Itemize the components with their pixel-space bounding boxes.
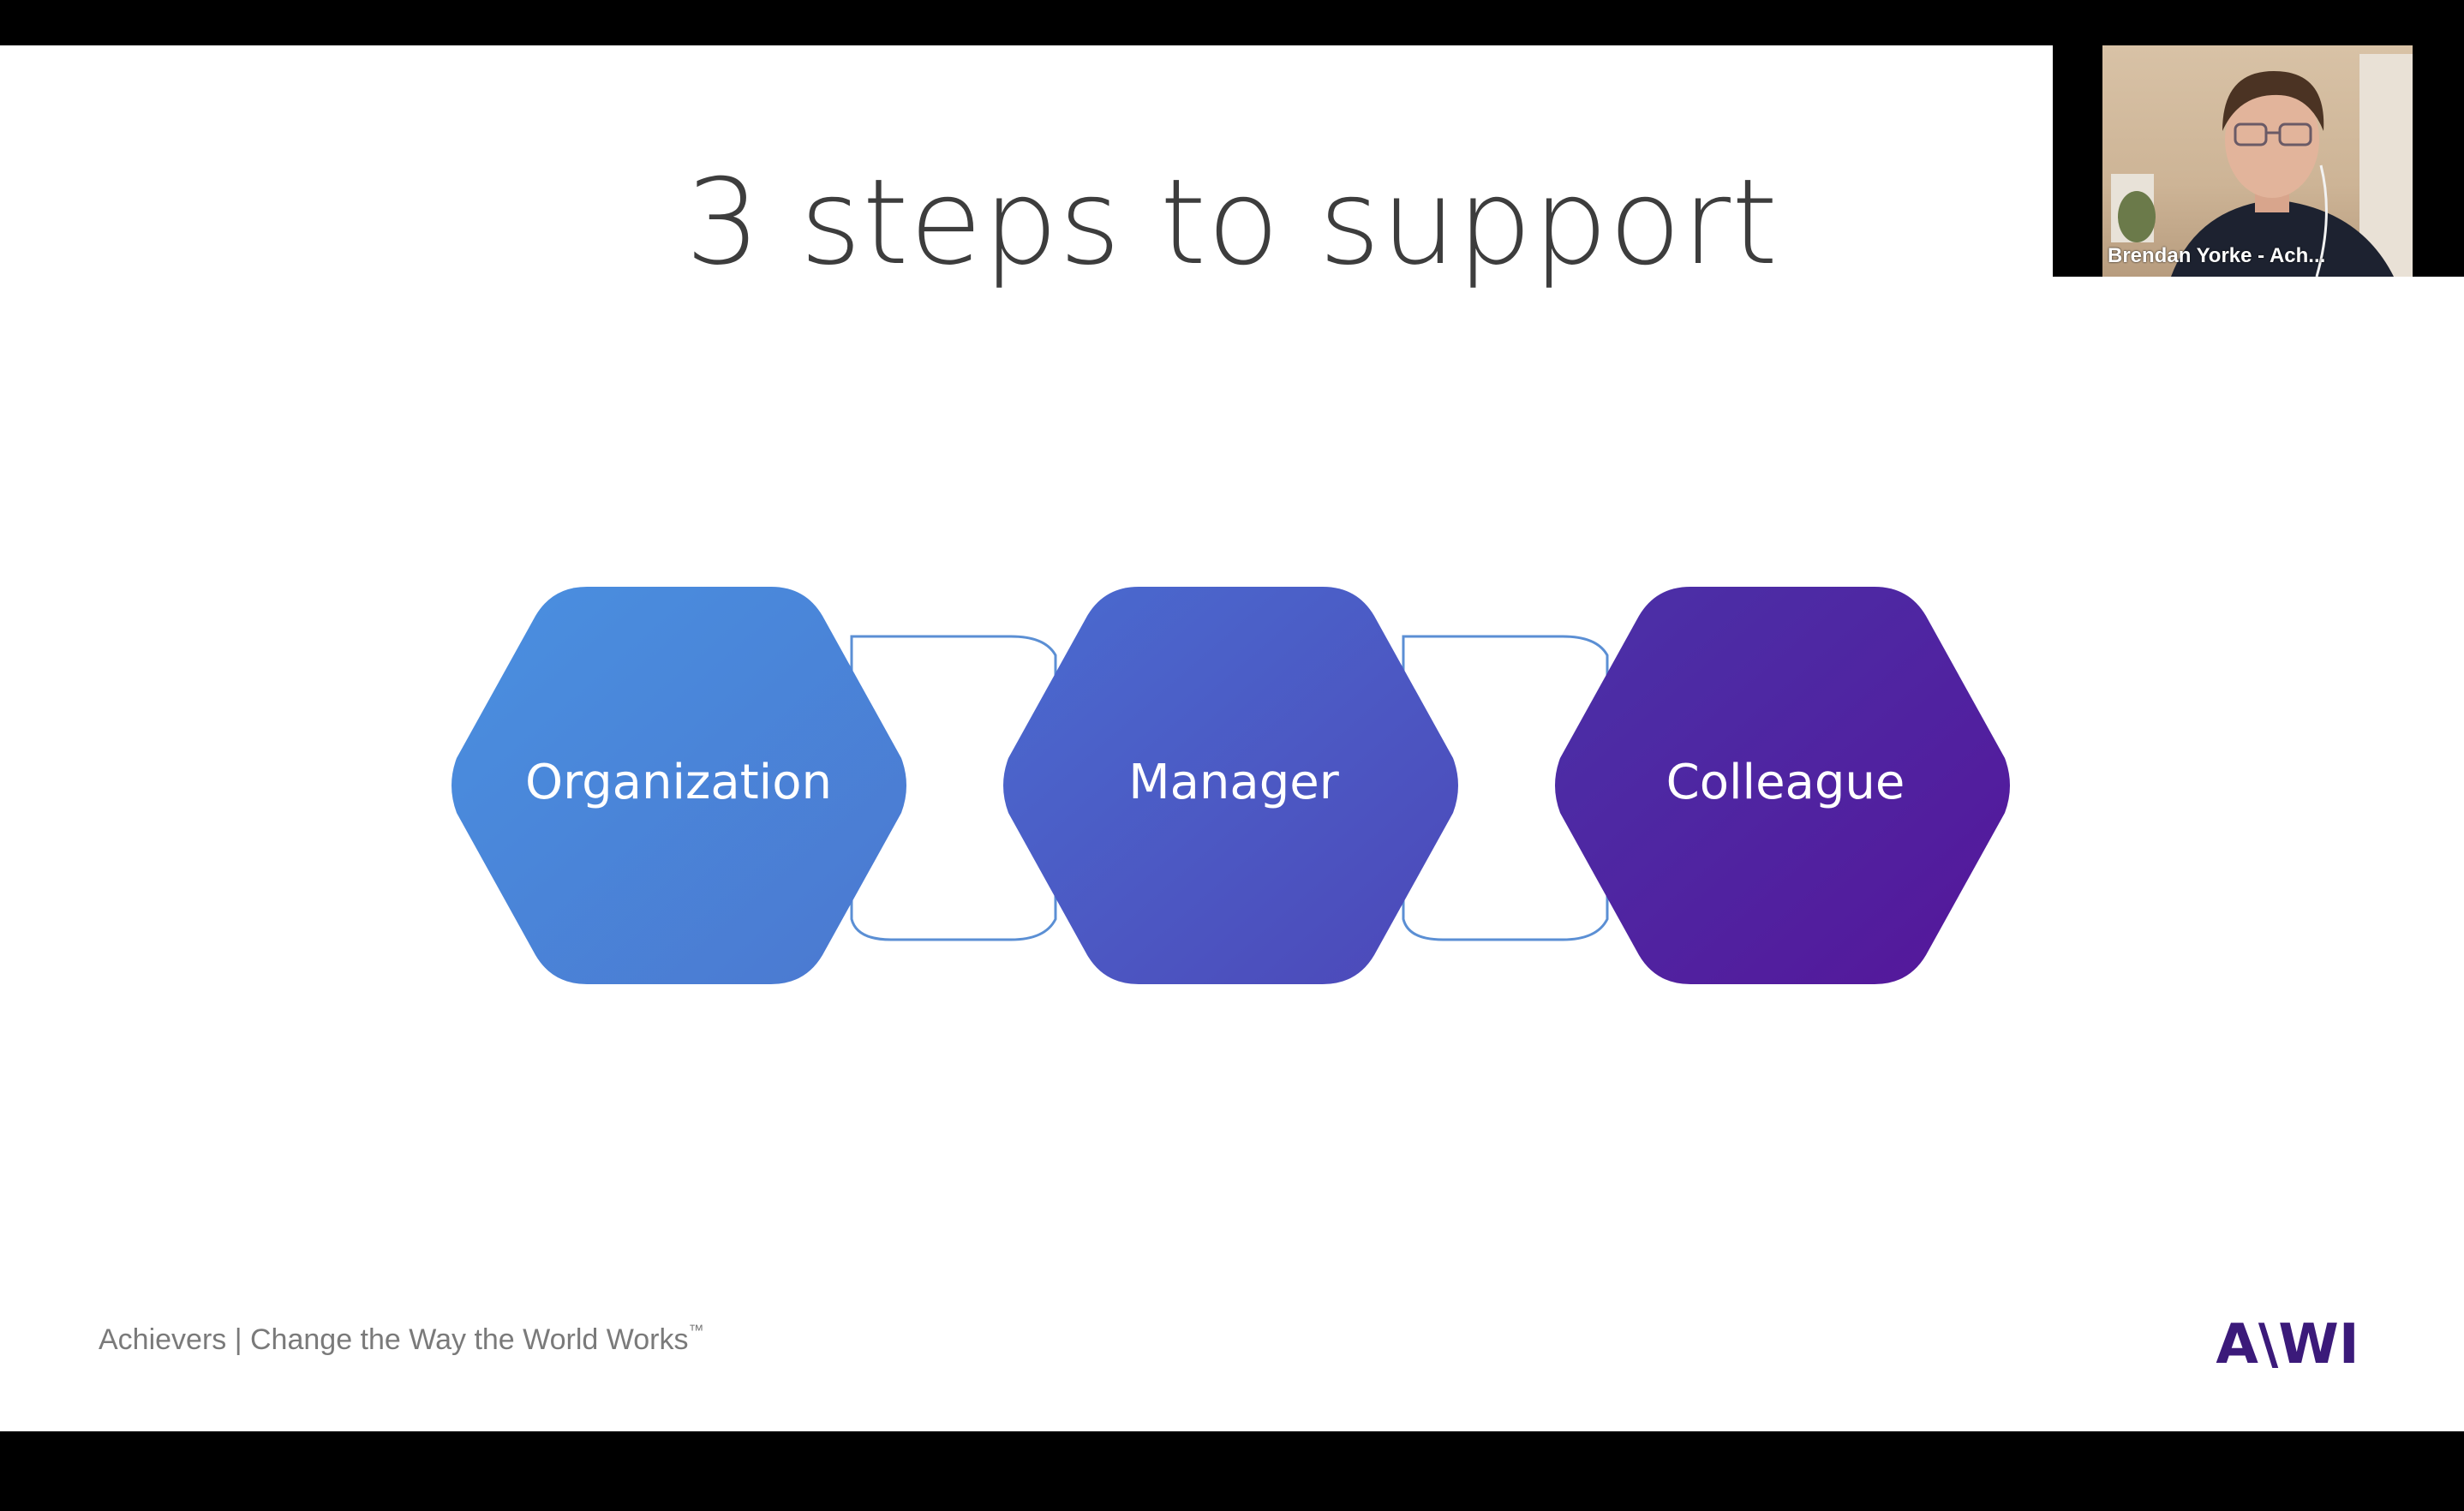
shoulders	[2171, 200, 2394, 277]
step-label: Manager	[1128, 755, 1339, 810]
achievers-logo: A\WI	[2216, 1313, 2359, 1375]
step-organization: Organization	[452, 587, 906, 984]
step-label: Colleague	[1666, 755, 1905, 810]
steps-diagram: Organization Manager Colleague	[452, 587, 2010, 984]
step-label: Organization	[525, 755, 832, 810]
logo-wordmark: A\WI	[2216, 1313, 2359, 1375]
participant-avatar	[2111, 54, 2413, 277]
participant-video: Brendan Yorke - Ach...	[2102, 45, 2413, 277]
participant-video-tile[interactable]: Brendan Yorke - Ach...	[2053, 45, 2464, 277]
slide-title: 3 steps to support	[685, 153, 1779, 291]
earphone-cable	[2315, 164, 2328, 277]
footer-text: Achievers | Change the Way the World Wor…	[99, 1323, 689, 1356]
connector-organization-manager	[850, 635, 1057, 941]
hexagon-shape	[1555, 587, 2010, 984]
door-frame	[2359, 54, 2413, 277]
hexagon-shape	[1003, 587, 1458, 984]
participant-name: Brendan Yorke - Ach...	[2108, 244, 2326, 267]
step-manager: Manager	[1003, 587, 1458, 984]
connector-manager-colleague	[1402, 635, 1609, 941]
face	[2225, 81, 2319, 198]
glasses-right-lens	[2278, 122, 2312, 146]
hexagon-shape	[452, 587, 906, 984]
plant	[2118, 191, 2156, 242]
hair	[2222, 71, 2324, 131]
trademark-symbol: ™	[688, 1321, 704, 1339]
step-colleague: Colleague	[1555, 587, 2010, 984]
glasses-left-lens	[2234, 122, 2268, 146]
footer-tagline: Achievers | Change the Way the World Wor…	[99, 1321, 704, 1357]
